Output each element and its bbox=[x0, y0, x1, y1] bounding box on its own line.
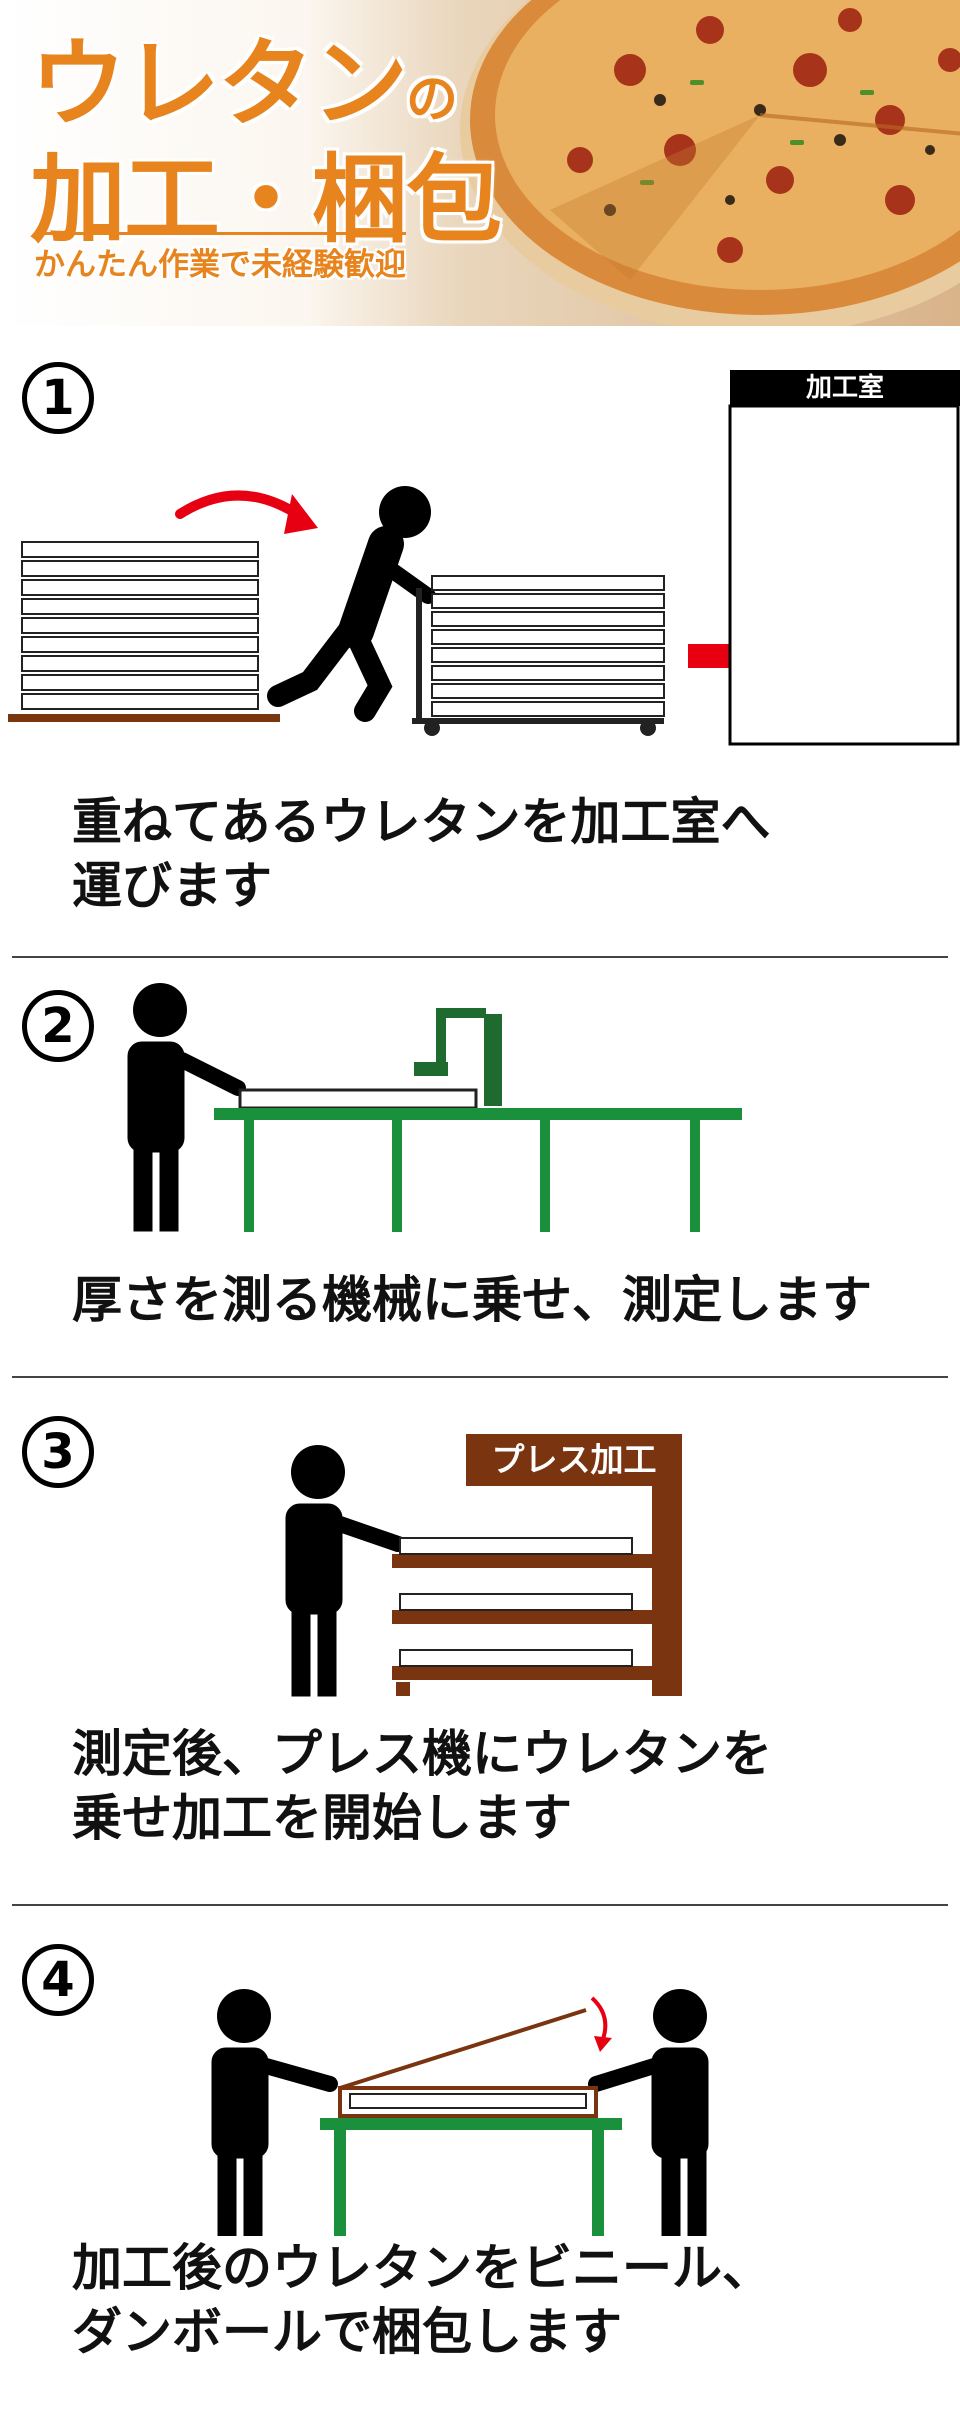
step-2-caption-line1: 厚さを測る機械に乗せ、測定します bbox=[72, 1271, 872, 1329]
step-4-caption-line2: ダンボールで梱包します bbox=[72, 2303, 622, 2361]
hero-banner: ウレタンの 加工・梱包 かんたん作業で未経験歓迎 bbox=[0, 0, 960, 326]
hero-title-line1: ウレタン bbox=[30, 28, 408, 140]
step-1-caption-line1: 重ねてあるウレタンを加工室へ bbox=[72, 793, 771, 851]
green-table-icon bbox=[214, 1108, 742, 1232]
step-2-caption: 厚さを測る機械に乗せ、測定します bbox=[72, 1268, 872, 1332]
step-3-caption-line1: 測定後、プレス機にウレタンを bbox=[72, 1725, 772, 1783]
processing-room-header bbox=[730, 370, 960, 406]
step-2-number: 2 bbox=[22, 990, 94, 1062]
step-1: 1 bbox=[0, 326, 960, 958]
step-1-caption-line2: 運びます bbox=[72, 857, 272, 915]
green-table-icon bbox=[320, 2118, 622, 2236]
step-divider bbox=[12, 1904, 948, 1906]
step-divider bbox=[12, 956, 948, 958]
urethane-sheet bbox=[238, 1088, 478, 1110]
hero-title: ウレタンの 加工・梱包 bbox=[30, 34, 502, 250]
measuring-machine-icon bbox=[414, 1008, 502, 1106]
person-left-icon bbox=[211, 1989, 338, 2236]
step-divider bbox=[12, 1376, 948, 1378]
processing-room-label: 加工室 bbox=[805, 373, 884, 403]
urethane-stack-icon bbox=[21, 541, 259, 710]
press-label: プレス加工 bbox=[491, 1440, 657, 1479]
step-1-number: 1 bbox=[22, 362, 94, 434]
cardboard-box-icon bbox=[338, 2008, 598, 2118]
pizza-image bbox=[460, 0, 960, 326]
press-machine-icon bbox=[392, 1434, 682, 1696]
red-curved-arrow-icon bbox=[175, 490, 305, 521]
step-3-caption-line2: 乗せ加工を開始します bbox=[72, 1789, 572, 1847]
person-standing-icon bbox=[127, 983, 246, 1232]
step-3-number: 3 bbox=[22, 1416, 94, 1488]
pallet-base bbox=[8, 714, 280, 722]
step-4: 4 加工後のウレタンをビニール、 bbox=[0, 1906, 960, 2426]
step-4-illustration bbox=[211, 1989, 709, 2236]
step-1-caption: 重ねてあるウレタンを加工室へ 運びます bbox=[72, 790, 771, 918]
processing-room-box bbox=[728, 404, 960, 746]
step-4-caption-line1: 加工後のウレタンをビニール、 bbox=[72, 2239, 772, 2297]
step-1-illustration bbox=[8, 370, 960, 746]
step-3-caption: 測定後、プレス機にウレタンを 乗せ加工を開始します bbox=[72, 1722, 772, 1850]
person-right-icon bbox=[588, 1989, 709, 2236]
red-curved-arrow-icon bbox=[590, 1996, 608, 2043]
step-4-number: 4 bbox=[22, 1944, 94, 2016]
step-4-caption: 加工後のウレタンをビニール、 ダンボールで梱包します bbox=[72, 2236, 772, 2364]
step-2-illustration bbox=[127, 983, 742, 1232]
step-3: 3 プレス加工 測定後、プレス機にウレタンを 乗せ加工を開始します bbox=[0, 1378, 960, 1908]
cart-icon bbox=[412, 575, 665, 736]
hero-subtitle: かんたん作業で未経験歓迎 bbox=[34, 232, 406, 284]
step-3-illustration bbox=[285, 1434, 682, 1697]
person-standing-icon bbox=[285, 1445, 406, 1697]
step-2: 2 厚さを測る機械に乗せ、測定します bbox=[0, 958, 960, 1378]
hero-title-no: の bbox=[406, 70, 458, 130]
